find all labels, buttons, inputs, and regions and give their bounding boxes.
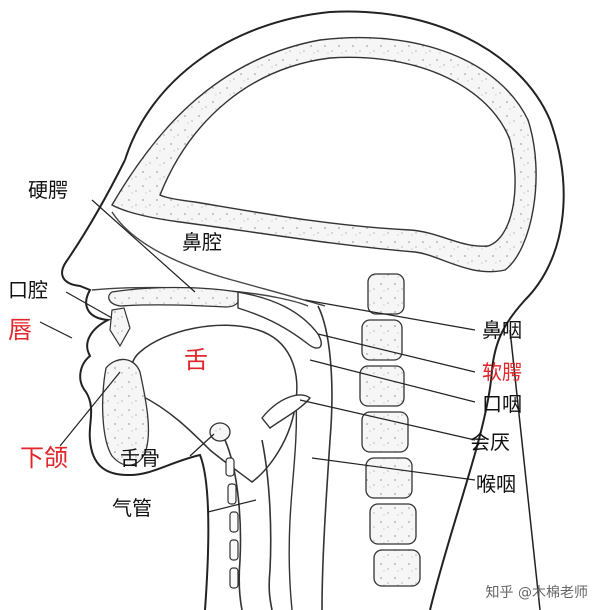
cervical-vertebrae xyxy=(360,274,420,586)
label-lips: 唇 xyxy=(8,318,32,342)
pharynx-anterior xyxy=(289,400,296,610)
hyoid-bone xyxy=(210,423,230,441)
label-nasal-cavity: 鼻腔 xyxy=(182,232,222,252)
label-laryngopharynx: 喉咽 xyxy=(476,474,516,494)
label-oral-cavity: 口腔 xyxy=(8,280,48,300)
label-trachea: 气管 xyxy=(112,498,152,518)
label-nasopharynx: 鼻咽 xyxy=(482,320,522,340)
label-hard-palate: 硬腭 xyxy=(28,180,68,200)
label-oropharynx: 口咽 xyxy=(482,394,522,414)
upper-teeth xyxy=(110,308,130,346)
cranial-bone xyxy=(112,38,536,272)
label-hyoid: 舌骨 xyxy=(120,448,160,468)
label-jaw: 下颌 xyxy=(20,446,68,470)
label-epiglottis: 会厌 xyxy=(470,432,510,452)
label-soft-palate: 软腭 xyxy=(482,362,522,382)
pharynx-posterior xyxy=(318,306,332,610)
label-tongue: 舌 xyxy=(184,348,208,372)
hard-palate-bone xyxy=(109,288,240,308)
watermark: 知乎 @木棉老师 xyxy=(486,582,588,602)
